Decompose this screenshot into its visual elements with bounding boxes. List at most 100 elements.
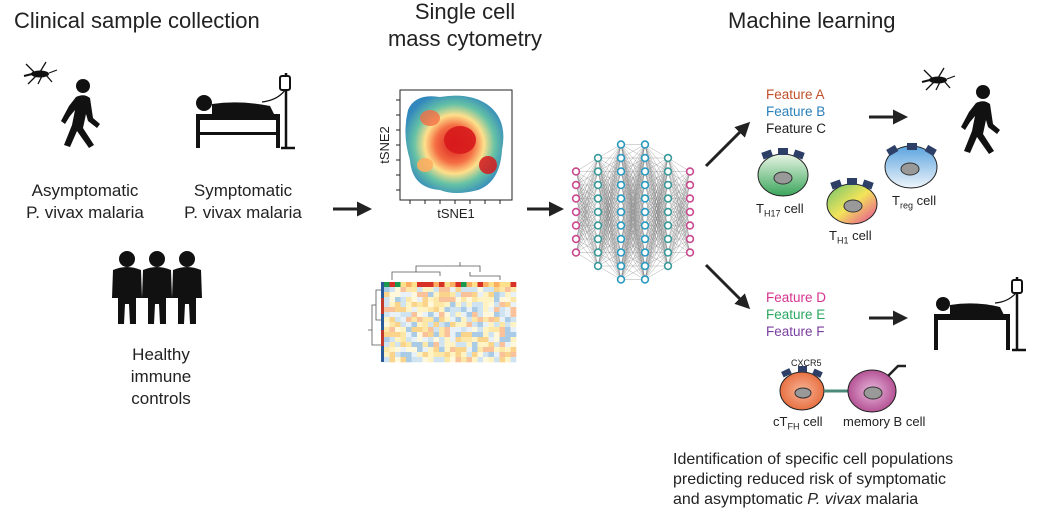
nn-connection bbox=[620, 144, 646, 213]
nn-connection bbox=[597, 144, 622, 253]
heatmap-cell bbox=[505, 337, 511, 343]
heatmap-cell bbox=[477, 357, 484, 363]
nn-node bbox=[640, 167, 650, 176]
heatmap-cell bbox=[483, 322, 489, 328]
nn-connection bbox=[597, 144, 622, 199]
heatmap-cell bbox=[488, 347, 495, 353]
heatmap-cell bbox=[483, 317, 489, 323]
heatmap-cell bbox=[428, 347, 434, 353]
heatmap-cell bbox=[395, 352, 401, 358]
heatmap-cell bbox=[450, 352, 456, 358]
nn-connection bbox=[644, 238, 669, 280]
heatmap-cell bbox=[395, 337, 401, 343]
heatmap-cell bbox=[411, 302, 418, 308]
heatmap-cell bbox=[444, 352, 451, 358]
heatmap-cell bbox=[444, 312, 451, 318]
heatmap-cell bbox=[461, 297, 467, 303]
conclusion-text: Identification of specific cell populati… bbox=[673, 450, 953, 510]
heatmap-cell bbox=[417, 292, 423, 298]
nn-connection bbox=[667, 211, 691, 267]
heatmap-cell bbox=[395, 287, 401, 293]
heatmap-cell bbox=[433, 312, 440, 318]
heatmap-cell bbox=[455, 357, 462, 363]
heatmap-cell bbox=[488, 352, 495, 358]
nn-node bbox=[616, 180, 626, 190]
heatmap-cell bbox=[428, 302, 434, 308]
heatmap-cell bbox=[455, 287, 462, 293]
heatmap-side-bar bbox=[381, 314, 384, 330]
heatmap-cell bbox=[499, 357, 506, 363]
heatmap-cell bbox=[400, 332, 407, 338]
nn-connection bbox=[597, 157, 622, 267]
heatmap-cell bbox=[494, 297, 500, 303]
healthy-label-line1: Healthy bbox=[132, 345, 190, 364]
nn-node bbox=[663, 248, 673, 257]
nn-connection bbox=[575, 157, 599, 213]
heatmap-cell bbox=[455, 337, 462, 343]
heatmap-cell bbox=[510, 357, 517, 363]
heatmap-cell bbox=[439, 332, 445, 338]
nn-node bbox=[616, 153, 626, 163]
nn-connection bbox=[644, 144, 669, 159]
heatmap-cell bbox=[411, 312, 418, 318]
heatmap-cell bbox=[455, 312, 462, 318]
nn-connection bbox=[597, 265, 622, 280]
heatmap-cell bbox=[505, 282, 511, 288]
heatmap-cell bbox=[499, 342, 506, 348]
heatmap-cell bbox=[510, 287, 517, 293]
heatmap-cell bbox=[450, 347, 456, 353]
heatmap-cell bbox=[488, 287, 495, 293]
heatmap-cell bbox=[488, 327, 495, 333]
heatmap-cell bbox=[444, 282, 451, 288]
heatmap-cell bbox=[494, 337, 500, 343]
heatmap-cell bbox=[444, 307, 451, 313]
heatmap-cell bbox=[488, 302, 495, 308]
feature-a: Feature A bbox=[766, 87, 825, 102]
heatmap-cell bbox=[472, 297, 478, 303]
heatmap-cell bbox=[477, 317, 484, 323]
heatmap-cell bbox=[510, 327, 517, 333]
nn-connection bbox=[620, 144, 646, 186]
nn-connection bbox=[644, 171, 669, 280]
heatmap-cell bbox=[477, 307, 484, 313]
heatmap-cell bbox=[444, 317, 451, 323]
heatmap-cell bbox=[477, 292, 484, 298]
heatmap-cell bbox=[499, 352, 506, 358]
heatmap-cell bbox=[433, 292, 440, 298]
th1-cell-icon bbox=[826, 178, 878, 225]
heatmap-cell bbox=[444, 357, 451, 363]
patient-bed-icon-outcome bbox=[934, 277, 1026, 352]
heatmap-cell bbox=[400, 317, 407, 323]
heatmap-cell bbox=[395, 347, 401, 353]
symptomatic-label-line1: Symptomatic bbox=[193, 181, 293, 200]
nn-connection bbox=[575, 198, 599, 253]
heatmap-cell bbox=[450, 302, 456, 308]
heatmap-cell bbox=[422, 342, 429, 348]
nn-node bbox=[685, 221, 695, 230]
heatmap-cell bbox=[505, 357, 511, 363]
heatmap-cell bbox=[461, 312, 467, 318]
nn-connection bbox=[597, 211, 622, 267]
ctfh-label: cTFH cell bbox=[773, 414, 823, 432]
heatmap-cell bbox=[433, 342, 440, 348]
heatmap-cell bbox=[395, 307, 401, 313]
nn-node bbox=[571, 167, 581, 176]
heatmap-cell bbox=[510, 352, 517, 358]
heatmap-cell bbox=[389, 357, 396, 363]
nn-connection bbox=[620, 171, 646, 280]
nn-connection bbox=[620, 211, 646, 280]
feature-c: Feature C bbox=[766, 121, 827, 136]
cytometry-title: Single cell mass cytometry bbox=[360, 0, 570, 52]
heatmap-cell bbox=[472, 352, 478, 358]
heatmap-cell bbox=[433, 327, 440, 333]
heatmap-cell bbox=[389, 337, 396, 343]
heatmap-cell bbox=[450, 357, 456, 363]
nn-connection bbox=[667, 225, 691, 267]
heatmap-side-bar bbox=[381, 330, 384, 346]
heatmap-cell bbox=[411, 352, 418, 358]
nn-node bbox=[616, 275, 626, 284]
heatmap-cell bbox=[439, 297, 445, 303]
heatmap-cell bbox=[466, 327, 473, 333]
heatmap-cell bbox=[439, 357, 445, 363]
nn-connection bbox=[644, 157, 669, 253]
